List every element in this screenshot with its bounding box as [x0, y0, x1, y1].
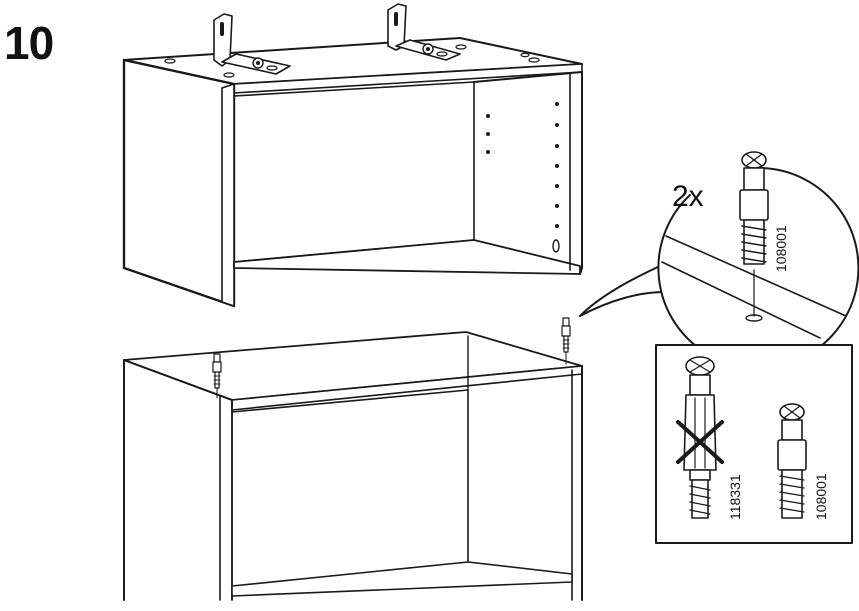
- lower-cabinet: [123, 317, 583, 601]
- callout-connector: [739, 151, 769, 265]
- wrong-part-number: 118331: [727, 474, 743, 520]
- right-part-number: 108001: [813, 473, 829, 520]
- right-connector-pin: [561, 317, 571, 365]
- top-panel-holes: [164, 44, 540, 78]
- quantity-label: 2x: [672, 180, 704, 213]
- detail-callout: [579, 151, 859, 369]
- upper-cabinet: [122, 3, 583, 308]
- comparison-box: 118331 108001: [655, 344, 853, 544]
- step-number: 10: [4, 17, 54, 69]
- right-part: [777, 403, 807, 519]
- prohibited-cross-icon: [676, 420, 724, 464]
- shelf-holes: [486, 102, 560, 253]
- left-wall-bracket: [213, 13, 291, 75]
- right-wall-bracket: [387, 3, 461, 61]
- left-connector-pin: [212, 353, 222, 399]
- callout-part-number: 108001: [773, 225, 789, 272]
